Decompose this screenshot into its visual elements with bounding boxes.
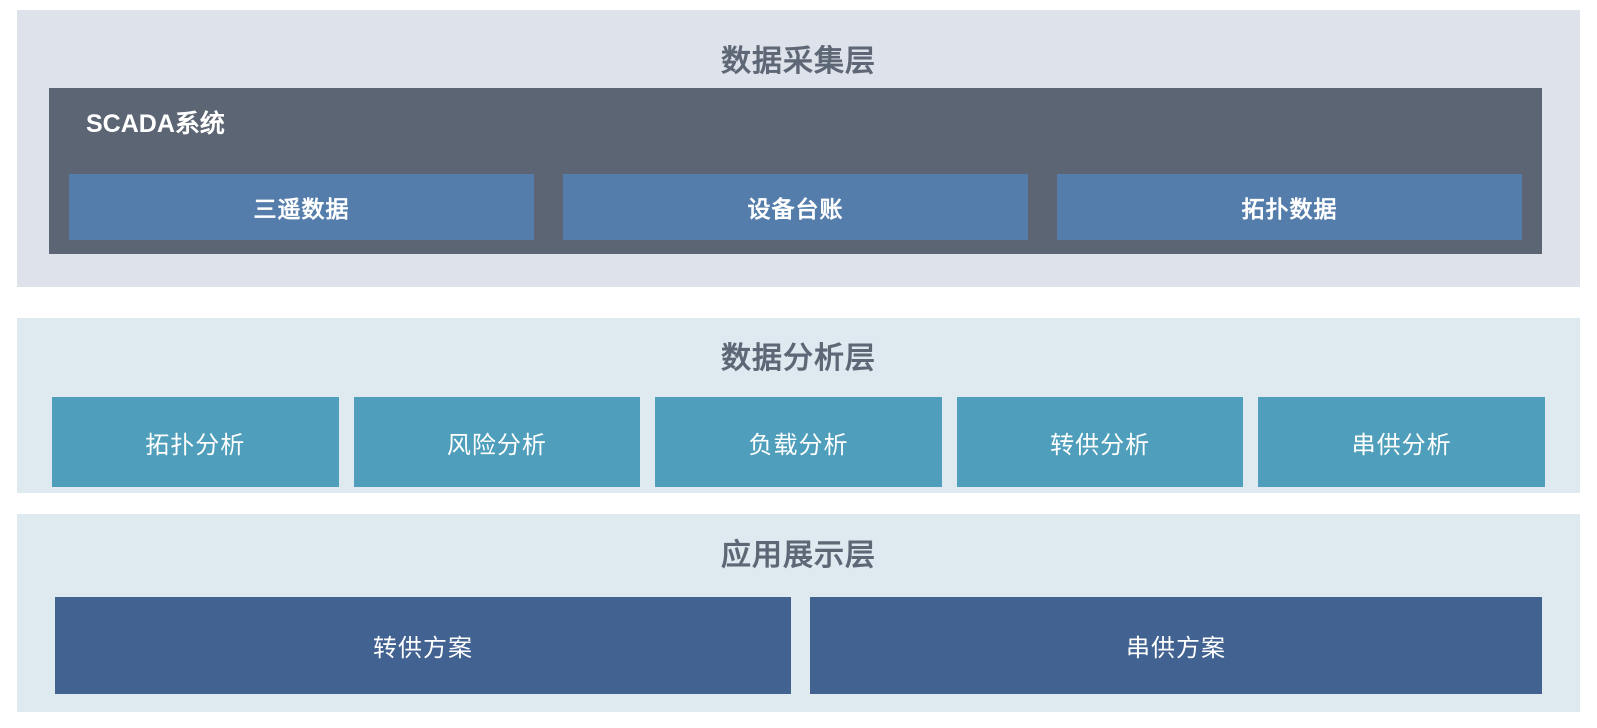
analysis-box-transfer-supply[interactable]: 转供分析 bbox=[956, 397, 1244, 487]
layer-title-application-display: 应用展示层 bbox=[721, 539, 876, 572]
scada-box-equipment-ledger[interactable]: 设备台账 bbox=[563, 174, 1028, 240]
scada-box-group: 三遥数据 设备台账 拓扑数据 bbox=[69, 174, 1522, 240]
scada-panel-title: SCADA系统 bbox=[86, 110, 225, 138]
analysis-box-label: 拓扑分析 bbox=[145, 431, 246, 459]
scada-box-label: 三遥数据 bbox=[253, 196, 350, 222]
analysis-box-topology[interactable]: 拓扑分析 bbox=[52, 397, 339, 487]
application-box-label: 串供方案 bbox=[1126, 635, 1226, 662]
scada-panel: SCADA系统 三遥数据 设备台账 拓扑数据 bbox=[49, 88, 1542, 254]
scada-box-sanyao-data[interactable]: 三遥数据 bbox=[69, 174, 534, 240]
layer-application-display: 应用展示层 转供方案 串供方案 bbox=[17, 514, 1580, 712]
analysis-box-group: 拓扑分析 风险分析 负载分析 转供分析 串供分析 bbox=[52, 397, 1545, 487]
analysis-box-label: 负载分析 bbox=[748, 431, 849, 459]
scada-box-label: 拓扑数据 bbox=[1241, 196, 1338, 222]
analysis-box-label: 转供分析 bbox=[1050, 431, 1151, 459]
scada-box-label: 设备台账 bbox=[747, 196, 844, 222]
analysis-box-label: 风险分析 bbox=[446, 431, 547, 459]
layer-title-data-analysis: 数据分析层 bbox=[721, 342, 876, 375]
application-box-transfer-supply-plan[interactable]: 转供方案 bbox=[55, 597, 791, 694]
analysis-box-series-supply[interactable]: 串供分析 bbox=[1258, 397, 1545, 487]
scada-box-topology-data[interactable]: 拓扑数据 bbox=[1057, 174, 1522, 240]
application-box-label: 转供方案 bbox=[373, 635, 473, 662]
analysis-box-label: 串供分析 bbox=[1351, 431, 1452, 459]
analysis-box-risk[interactable]: 风险分析 bbox=[353, 397, 641, 487]
layer-data-analysis: 数据分析层 拓扑分析 风险分析 负载分析 转供分析 串供分析 bbox=[17, 318, 1580, 493]
analysis-box-load[interactable]: 负载分析 bbox=[655, 397, 942, 487]
layer-title-data-collection: 数据采集层 bbox=[721, 45, 876, 78]
application-box-series-supply-plan[interactable]: 串供方案 bbox=[810, 597, 1542, 694]
application-box-group: 转供方案 串供方案 bbox=[55, 597, 1542, 694]
layer-data-collection: 数据采集层 SCADA系统 三遥数据 设备台账 拓扑数据 bbox=[17, 10, 1580, 287]
